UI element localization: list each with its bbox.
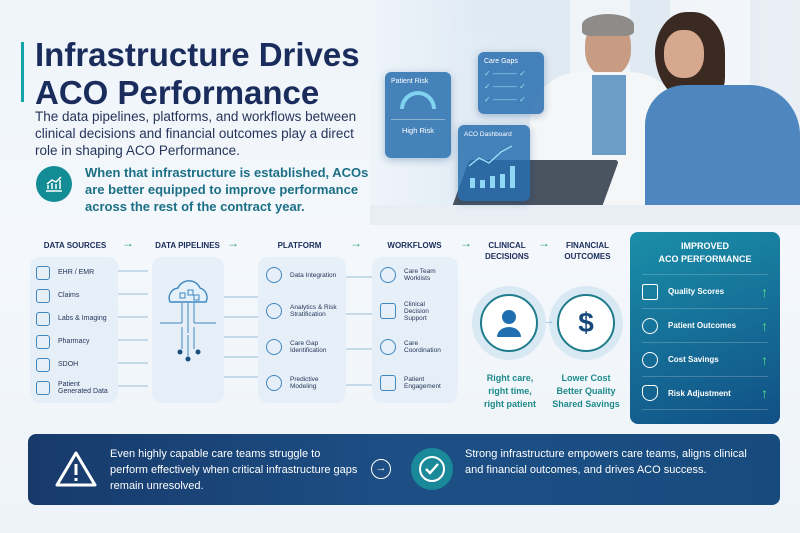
platform-item: Predictive Modeling bbox=[266, 365, 338, 401]
source-item: SDOH bbox=[36, 353, 112, 376]
clinician-circle bbox=[480, 294, 538, 352]
header-platform: PLATFORM bbox=[277, 241, 322, 250]
checklist-icon: ✓ ——— ✓✓ ——— ✓✓ ——— ✓ bbox=[484, 69, 526, 104]
performance-item: Patient Outcomes↑ bbox=[642, 308, 768, 342]
magnifier-icon bbox=[266, 339, 282, 355]
doctor-shirt bbox=[592, 75, 626, 155]
platform-panel: Data Integration Analytics & Risk Strati… bbox=[258, 257, 346, 403]
patient-risk-card: Patient Risk High Risk bbox=[385, 72, 451, 158]
nurse-face bbox=[664, 30, 704, 78]
doctor-icon bbox=[497, 310, 521, 337]
platform-item: Analytics & Risk Stratification bbox=[266, 293, 338, 329]
header-financial-outcomes: FINANCIAL OUTCOMES bbox=[564, 241, 611, 261]
arrow-icon: → bbox=[544, 316, 554, 327]
connector-lines bbox=[118, 270, 372, 387]
dollar-icon: $ bbox=[578, 307, 594, 338]
care-gaps-card: Care Gaps ✓ ——— ✓✓ ——— ✓✓ ——— ✓ bbox=[478, 52, 544, 114]
arrow-icon: → bbox=[350, 236, 362, 250]
analytics-icon bbox=[266, 303, 282, 319]
person-icon bbox=[36, 357, 50, 372]
header-data-pipelines: DATA PIPELINES bbox=[155, 241, 220, 250]
warning-icon bbox=[55, 451, 97, 487]
header-workflows: WORKFLOWS bbox=[387, 241, 442, 250]
arrow-icon: → bbox=[538, 236, 550, 250]
workflows-panel: Care Team Worklists Clinical Decision Su… bbox=[372, 257, 458, 403]
pill-bottle-icon bbox=[36, 334, 50, 349]
source-item: Claims bbox=[36, 284, 112, 307]
bottom-banner: Even highly capable care teams struggle … bbox=[28, 434, 780, 505]
piggy-bank-icon bbox=[642, 351, 658, 368]
dollar-circle: $ bbox=[557, 294, 615, 352]
doctor-hair bbox=[582, 14, 634, 36]
clinical-outcome-text: Right care,right time,right patient bbox=[484, 373, 536, 409]
arrow-circle-icon: → bbox=[371, 459, 391, 479]
banner-solution-text: Strong infrastructure empowers care team… bbox=[465, 448, 747, 476]
aco-dashboard-card: ACO Dashboard bbox=[458, 125, 530, 201]
hero-photo bbox=[370, 0, 800, 225]
flask-icon bbox=[36, 311, 50, 326]
arrow-icon: → bbox=[122, 236, 134, 250]
workflow-item: Patient Engagement bbox=[380, 365, 450, 401]
platform-item: Care Gap Identification bbox=[266, 329, 338, 365]
watch-icon bbox=[36, 380, 50, 395]
banner-problem-text: Even highly capable care teams struggle … bbox=[110, 448, 358, 492]
cloud-pipeline-icon bbox=[160, 280, 216, 362]
chat-icon bbox=[380, 375, 396, 391]
card-title: Care Gaps bbox=[484, 58, 518, 65]
bar-chart-icon bbox=[642, 283, 658, 300]
header-clinical-decisions: CLINICAL DECISIONS bbox=[484, 241, 529, 261]
up-arrow-icon: ↑ bbox=[761, 317, 768, 334]
arrow-icon: → bbox=[460, 236, 472, 250]
up-arrow-icon: ↑ bbox=[761, 283, 768, 300]
risk-level: High Risk bbox=[391, 119, 445, 135]
callout-text: When that infrastructure is established,… bbox=[85, 165, 369, 214]
source-item: EHR / EMR bbox=[36, 261, 112, 284]
header-data-sources: DATA SOURCES bbox=[43, 241, 107, 250]
database-icon bbox=[266, 267, 282, 283]
check-circle-icon bbox=[411, 448, 453, 490]
up-arrow-icon: ↑ bbox=[761, 351, 768, 368]
dashboard-chart-icon bbox=[468, 145, 515, 188]
team-icon bbox=[380, 267, 396, 283]
performance-item: Quality Scores↑ bbox=[642, 274, 768, 308]
performance-item: Risk Adjustment↑ bbox=[642, 376, 768, 410]
workflow-item: Care Coordination bbox=[380, 329, 450, 365]
source-item: Labs & Imaging bbox=[36, 307, 112, 330]
source-item: Pharmacy bbox=[36, 330, 112, 353]
gauge-icon bbox=[400, 91, 436, 109]
person-search-icon bbox=[380, 339, 396, 355]
intro-text: The data pipelines, platforms, and workf… bbox=[35, 109, 357, 158]
nurse-scrubs bbox=[645, 85, 800, 225]
workflow-item: Care Team Worklists bbox=[380, 257, 450, 293]
performance-item: Cost Savings↑ bbox=[642, 342, 768, 376]
data-pipelines-panel bbox=[152, 257, 224, 403]
arrow-icon: → bbox=[227, 236, 239, 250]
brain-icon bbox=[266, 375, 282, 391]
medical-cross-icon bbox=[380, 303, 396, 319]
shield-check-icon bbox=[642, 385, 658, 401]
card-title: Patient Risk bbox=[391, 78, 429, 85]
platform-item: Data Integration bbox=[266, 257, 338, 293]
growth-chart-icon bbox=[36, 166, 72, 202]
patient-heart-icon bbox=[642, 317, 658, 334]
up-arrow-icon: ↑ bbox=[761, 385, 768, 401]
monitor-icon bbox=[36, 265, 50, 280]
source-item: Patient Generated Data bbox=[36, 376, 112, 399]
data-sources-panel: EHR / EMR Claims Labs & Imaging Pharmacy… bbox=[30, 257, 118, 403]
workflow-item: Clinical Decision Support bbox=[380, 293, 450, 329]
card-title: ACO Dashboard bbox=[464, 131, 512, 138]
desk bbox=[370, 205, 800, 225]
document-icon bbox=[36, 288, 50, 303]
accent-bar bbox=[21, 42, 24, 102]
